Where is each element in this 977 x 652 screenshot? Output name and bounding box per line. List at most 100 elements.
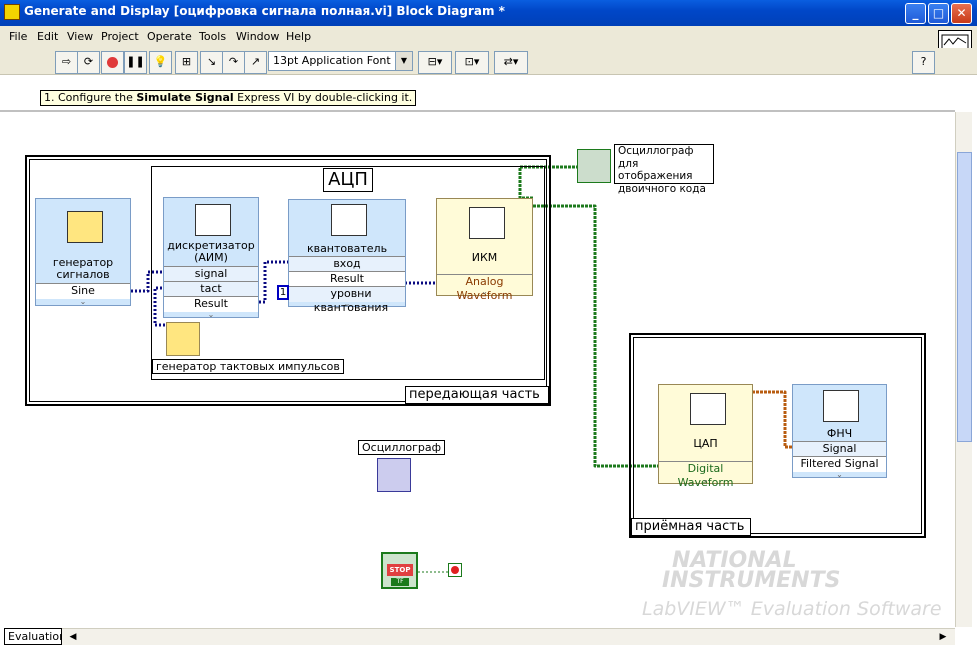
- highlight-execution-icon[interactable]: 💡: [149, 51, 172, 74]
- ikm-vi[interactable]: ИКМ Analog Waveform ⌄: [436, 198, 533, 302]
- hint-prefix: 1. Configure the: [44, 91, 137, 104]
- quantizer-vi[interactable]: квантователь вход Result уровни квантова…: [288, 199, 406, 314]
- scope-terminal[interactable]: [377, 458, 411, 492]
- sampler-vi[interactable]: дискретизатор (АИМ) signal tact Result ⌄: [163, 197, 259, 319]
- toolbar: ⇨ ⟳ ❚❚ 💡 ⊞ ↘ ↷ ↗ 13pt Application Font ▼…: [0, 48, 977, 75]
- loop-condition-terminal[interactable]: [448, 563, 462, 577]
- dac-name: ЦАП: [693, 437, 718, 450]
- transmit-label: передающая часть: [405, 386, 549, 404]
- transmit-frame-inner: [29, 159, 547, 402]
- binary-scope-label: Осциллограф для отображения двоичного ко…: [614, 144, 714, 195]
- window-title: Generate and Display [оцифровка сигнала …: [24, 4, 505, 18]
- subvi-grid-icon: [331, 204, 367, 236]
- clock-generator-vi[interactable]: [166, 322, 200, 356]
- quantizer-input-row[interactable]: вход: [289, 256, 405, 272]
- menu-project[interactable]: Project: [101, 30, 139, 43]
- menu-bar: File Edit View Project Operate Tools Win…: [0, 26, 977, 48]
- expand-icon: ⌄: [702, 475, 709, 484]
- font-select[interactable]: 13pt Application Font ▼: [268, 51, 413, 71]
- abort-icon[interactable]: [101, 51, 124, 74]
- sampler-tact-row[interactable]: tact: [164, 281, 258, 297]
- watermark-line1: NATIONAL: [672, 548, 797, 573]
- menu-help[interactable]: Help: [286, 30, 312, 43]
- run-continuously-icon[interactable]: ⟳: [77, 51, 100, 74]
- hint-suffix: Express VI by double-clicking it.: [233, 91, 413, 104]
- maximize-button[interactable]: □: [928, 3, 949, 24]
- menu-operate[interactable]: Operate: [147, 30, 192, 43]
- diagram-top-border: [0, 110, 955, 112]
- stop-label: STOP: [387, 564, 413, 576]
- retain-wire-values-icon[interactable]: ⊞: [175, 51, 198, 74]
- lpf-vi[interactable]: ФНЧ Signal Filtered Signal ⌄: [792, 384, 887, 479]
- wire-gen-to-sampler[interactable]: [131, 270, 163, 293]
- dac-digital-waveform-row[interactable]: Digital Waveform: [659, 461, 752, 489]
- stop-button-terminal[interactable]: STOP TF: [381, 552, 418, 589]
- vertical-scroll-thumb[interactable]: [957, 152, 972, 442]
- context-help-button[interactable]: ?: [912, 51, 935, 74]
- ikm-name: ИКМ: [471, 251, 498, 264]
- scope-label: Осциллограф: [358, 440, 446, 455]
- transmit-frame[interactable]: [25, 155, 551, 406]
- expand-icon: ⌄: [79, 297, 87, 306]
- hint-label: 1. Configure the Simulate Signal Express…: [40, 90, 417, 106]
- quant-levels-constant[interactable]: 1: [277, 285, 289, 300]
- signal-generator-vi[interactable]: генератор сигналов Sine ⌄: [35, 198, 131, 306]
- adc-frame[interactable]: [151, 166, 545, 380]
- sampler-signal-row[interactable]: signal: [164, 266, 258, 282]
- signal-generator-sine-row[interactable]: Sine: [36, 283, 130, 299]
- binary-scope-terminal[interactable]: [577, 149, 611, 183]
- minimize-button[interactable]: _: [905, 3, 926, 24]
- lpf-filtered-signal-row[interactable]: Filtered Signal: [793, 456, 886, 472]
- close-button[interactable]: ✕: [951, 3, 972, 24]
- quantizer-levels-row[interactable]: уровни квантования: [289, 286, 405, 314]
- horizontal-scrollbar[interactable]: ◀ ▶: [62, 628, 955, 645]
- vertical-scrollbar[interactable]: [955, 112, 972, 627]
- font-select-value: 13pt Application Font: [273, 54, 391, 67]
- quantizer-result-row[interactable]: Result: [289, 271, 405, 287]
- menu-tools[interactable]: Tools: [199, 30, 227, 43]
- wire-clock-to-tact[interactable]: [153, 286, 165, 327]
- wire-ikm-to-dac[interactable]: [533, 204, 658, 468]
- chevron-down-icon: ▼: [395, 52, 412, 70]
- scroll-right-icon[interactable]: ▶: [939, 632, 947, 642]
- stop-tf-label: TF: [391, 578, 409, 586]
- menu-edit[interactable]: Edit: [37, 30, 59, 43]
- receive-frame[interactable]: [629, 333, 926, 538]
- simulate-signal-icon: [67, 211, 103, 243]
- pulse-icon: [690, 393, 726, 425]
- align-objects-icon[interactable]: ⊟▾: [418, 51, 452, 74]
- clock-generator-label: генератор тактовых импульсов: [152, 359, 344, 374]
- labview-app-icon[interactable]: [4, 4, 20, 20]
- sampler-name: дискретизатор (АИМ): [167, 239, 255, 264]
- expand-icon: ⌄: [836, 470, 843, 479]
- menu-file[interactable]: File: [9, 30, 28, 43]
- watermark-line3: LabVIEW™ Evaluation Software: [642, 598, 942, 620]
- sampler-result-row[interactable]: Result: [164, 296, 258, 312]
- menu-view[interactable]: View: [67, 30, 94, 43]
- ni-watermark: NATIONAL INSTRUMENTS LabVIEW™ Evaluation…: [612, 548, 952, 628]
- expand-icon: ⌄: [481, 287, 488, 296]
- title-bar: Generate and Display [оцифровка сигнала …: [0, 0, 977, 26]
- distribute-objects-icon[interactable]: ⊡▾: [455, 51, 489, 74]
- menu-window[interactable]: Window: [236, 30, 280, 43]
- receive-label: приёмная часть: [631, 518, 751, 536]
- dac-vi[interactable]: ЦАП Digital Waveform ⌄: [658, 384, 753, 489]
- adc-label: АЦП: [323, 168, 373, 192]
- expand-icon: ⌄: [207, 310, 215, 319]
- wire-dac-to-lpf[interactable]: [752, 390, 792, 449]
- receive-frame-inner: [633, 337, 922, 534]
- lpf-signal-row[interactable]: Signal: [793, 441, 886, 457]
- wire-sampler-to-quant[interactable]: [259, 260, 288, 304]
- evaluation-tab[interactable]: Evaluation: [4, 628, 66, 645]
- quantizer-name: квантователь: [306, 242, 388, 255]
- watermark-line2: INSTRUMENTS: [662, 568, 841, 593]
- step-out-icon[interactable]: ↗: [244, 51, 267, 74]
- reorder-icon[interactable]: ⇄▾: [494, 51, 528, 74]
- signal-generator-name: генератор сигналов: [52, 256, 114, 281]
- subvi-grid-icon: [195, 204, 231, 236]
- lpf-name: ФНЧ: [826, 427, 853, 440]
- ikm-analog-waveform-row[interactable]: Analog Waveform: [437, 274, 532, 302]
- pause-icon[interactable]: ❚❚: [124, 51, 147, 74]
- scroll-left-icon[interactable]: ◀: [69, 632, 77, 642]
- step-over-icon[interactable]: ↷: [222, 51, 245, 74]
